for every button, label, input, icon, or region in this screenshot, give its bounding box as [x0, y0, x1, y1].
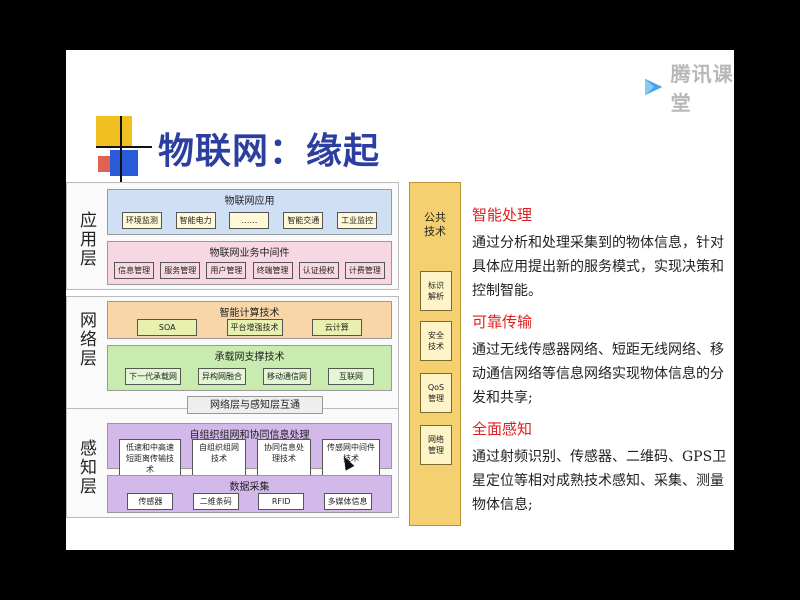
- data-item: 传感器: [127, 493, 174, 510]
- app-item: 智能交通: [283, 212, 324, 229]
- bearer-item: 互联网: [328, 368, 374, 385]
- application-layer: 应用层 物联网应用 环境监测 智能电力 …… 智能交通 工业监控 物联网业务中间…: [66, 182, 399, 290]
- selforg-item: 低速和中高速短距离传输技术: [119, 439, 181, 478]
- middleware-item: 终端管理: [252, 262, 293, 279]
- middleware-item: 服务管理: [160, 262, 201, 279]
- middleware-item: 信息管理: [114, 262, 155, 279]
- bearer-block: 承载网支撑技术 下一代承载网 异构网融合 移动通信网 互联网: [107, 345, 392, 391]
- network-perception-bridge: 网络层与感知层互通: [187, 396, 323, 414]
- section-text: 通过分析和处理采集到的物体信息，针对具体应用提出新的服务模式，实现决策和控制智能…: [472, 235, 724, 299]
- layer-label-application: 应用层: [76, 211, 96, 268]
- bearer-item: 移动通信网: [263, 368, 311, 385]
- computing-item: 平台增强技术: [226, 319, 283, 336]
- middleware-item: 认证授权: [298, 262, 339, 279]
- app-item: 智能电力: [175, 212, 216, 229]
- iot-architecture-diagram: 应用层 物联网应用 环境监测 智能电力 …… 智能交通 工业监控 物联网业务中间…: [66, 182, 464, 534]
- bearer-item: 下一代承载网: [125, 368, 181, 385]
- data-item: 二维条码: [192, 493, 239, 510]
- section-heading: 全面感知: [472, 420, 533, 438]
- section-text: 通过无线传感器网络、短距无线网络、移动通信网络等信息网络实现物体信息的分发和共享…: [472, 342, 724, 406]
- middleware-item: 计费管理: [344, 262, 385, 279]
- play-logo-icon: [645, 78, 663, 96]
- selforg-item: 传感网中间件技术: [322, 439, 380, 478]
- logo-text: 腾讯课堂: [670, 62, 734, 115]
- middleware-block: 物联网业务中间件 信息管理 服务管理 用户管理 终端管理 认证授权 计费管理: [107, 241, 392, 285]
- title-decoration: [96, 116, 152, 186]
- middleware-item: 用户管理: [206, 262, 247, 279]
- network-layer: 网络层 智能计算技术 SOA 平台增强技术 云计算 承载网支撑技术 下一代承载网…: [66, 296, 399, 420]
- bearer-item: 异构网融合: [198, 368, 246, 385]
- app-item: 工业监控: [337, 212, 378, 229]
- public-item: 安全技术: [420, 321, 452, 361]
- selforg-block-title: 自组织组网和协同信息处理: [189, 430, 310, 441]
- data-block-title: 数据采集: [229, 482, 270, 493]
- computing-item: SOA: [137, 319, 198, 336]
- section-text: 通过射频识别、传感器、二维码、GPS卫星定位等相对成熟技术感知、采集、测量物体信…: [472, 449, 727, 513]
- computing-block: 智能计算技术 SOA 平台增强技术 云计算: [107, 301, 392, 339]
- public-title: 公共技术: [424, 211, 446, 238]
- middleware-block-title: 物联网业务中间件: [209, 248, 290, 259]
- logo: 腾讯课堂: [642, 62, 734, 115]
- data-item: RFID: [258, 493, 305, 510]
- public-item: 标识解析: [420, 271, 452, 311]
- data-item: 多媒体信息: [323, 493, 372, 510]
- app-item: 环境监测: [121, 212, 162, 229]
- selforg-item: 自组织组网技术: [192, 439, 246, 478]
- slide-title: 物联网：缘起: [158, 131, 381, 172]
- layer-label-perception: 感知层: [76, 439, 96, 496]
- side-description: 智能处理 通过分析和处理采集到的物体信息，针对具体应用提出新的服务模式，实现决策…: [472, 204, 730, 525]
- slide: 腾讯课堂 物联网：缘起 应用层 物联网应用 环境监测 智能电力 …… 智能交通 …: [66, 50, 734, 550]
- public-item: QoS管理: [420, 373, 452, 413]
- layer-label-network: 网络层: [76, 311, 96, 368]
- selforg-block: 自组织组网和协同信息处理 低速和中高速短距离传输技术 自组织组网技术 协同信息处…: [107, 423, 392, 478]
- public-item: 网络管理: [420, 425, 452, 465]
- app-block-title: 物联网应用: [224, 196, 275, 207]
- app-block: 物联网应用 环境监测 智能电力 …… 智能交通 工业监控: [107, 189, 392, 235]
- public-technology-column: 公共技术 标识解析 安全技术 QoS管理 网络管理: [409, 182, 461, 526]
- bearer-block-title: 承载网支撑技术: [214, 352, 285, 363]
- section-heading: 智能处理: [472, 206, 533, 224]
- data-collection-block: 数据采集 传感器 二维条码 RFID 多媒体信息: [107, 475, 392, 513]
- app-item: ……: [229, 212, 270, 229]
- section-heading: 可靠传输: [472, 313, 533, 331]
- computing-item: 云计算: [311, 319, 362, 336]
- selforg-item: 协同信息处理技术: [257, 439, 311, 478]
- perception-layer: 感知层 自组织组网和协同信息处理 低速和中高速短距离传输技术 自组织组网技术 协…: [66, 408, 399, 518]
- computing-block-title: 智能计算技术: [219, 308, 280, 319]
